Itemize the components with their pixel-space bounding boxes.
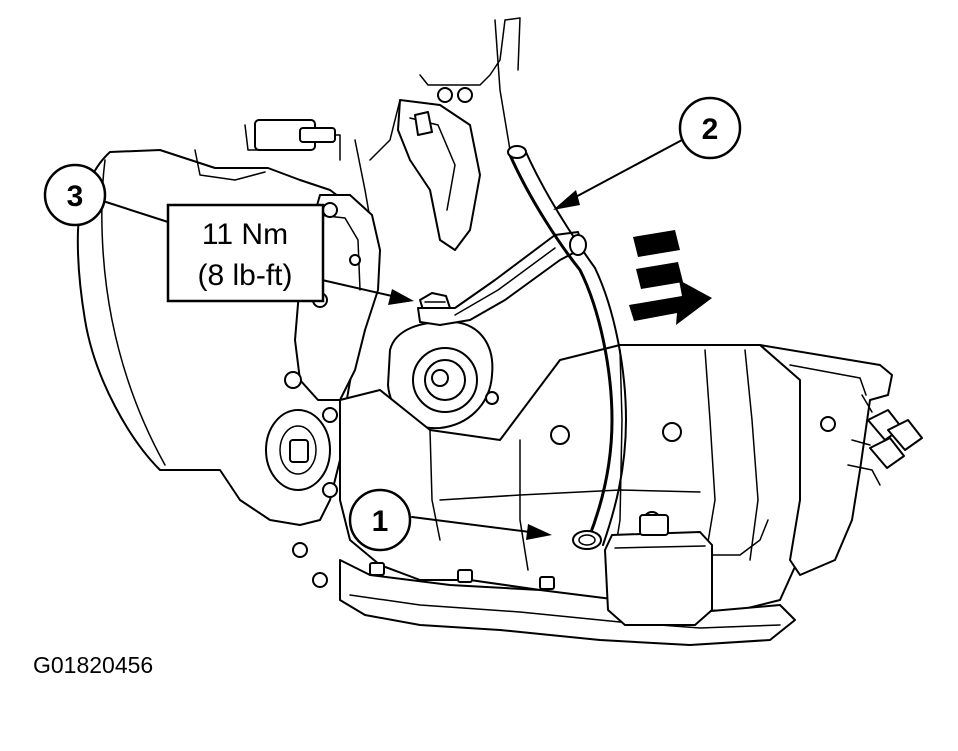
direction-arrow-icon — [629, 230, 712, 325]
left-bolt-1 — [284, 371, 302, 389]
dipstick-tube-seal — [572, 530, 602, 550]
left-bolt-2 — [322, 407, 338, 423]
transmission-mount-detail — [614, 545, 706, 549]
callout-3: 3 — [43, 163, 107, 227]
callout-1: 1 — [348, 488, 412, 552]
case-plug-2 — [662, 422, 682, 442]
sensor-mount-bolt — [485, 391, 499, 405]
dipstick-tube-collar — [569, 234, 587, 256]
torque-converter-hub — [289, 439, 309, 463]
callout-1-number: 1 — [372, 505, 389, 538]
pan-bolt-1 — [457, 569, 473, 583]
vertical-column — [494, 19, 511, 151]
torque-value-metric: 11 Nm — [202, 218, 288, 251]
dipstick-bracket-edge — [454, 247, 556, 316]
sensor-center — [431, 369, 449, 387]
pan-bolt-2 — [539, 576, 555, 590]
bracket-slot — [414, 111, 433, 136]
oil-pan-flange — [349, 594, 781, 629]
top-bolt-1 — [437, 87, 453, 103]
bell-housing-rib — [194, 149, 266, 181]
leader-line-1 — [411, 516, 531, 533]
extension-bolt — [820, 416, 836, 432]
top-ridge — [419, 17, 521, 86]
extension-housing — [759, 344, 893, 576]
torque-converter-inner — [279, 425, 317, 475]
left-bolt-5 — [312, 572, 328, 588]
dipstick-tube-outer — [508, 153, 614, 542]
case-panel-line — [429, 429, 441, 541]
pump-bolt-2 — [349, 254, 361, 266]
left-bolt-4 — [292, 542, 308, 558]
dipstick-tube-inner — [524, 149, 627, 546]
callout-2: 2 — [678, 96, 742, 160]
case-seam — [519, 439, 529, 571]
arrow-icon — [526, 524, 552, 540]
leader-line-spec — [321, 279, 393, 297]
upper-bracket — [397, 99, 481, 251]
arrow-icon — [553, 190, 580, 210]
top-ridge-2 — [369, 99, 401, 161]
transmission-mount — [604, 531, 713, 626]
transmission-illustration — [76, 17, 923, 646]
leaders — [105, 139, 683, 540]
dipstick-tube-seal-inner — [578, 534, 596, 546]
arrow-icon — [388, 289, 414, 305]
leader-line-2 — [569, 139, 683, 201]
case-horizontal-line — [439, 489, 701, 501]
case-seam-3 — [704, 349, 716, 561]
figure-id: G01820456 — [33, 652, 154, 678]
torque-value-imperial: (8 lb-ft) — [197, 259, 292, 292]
dipstick-tube-top — [507, 145, 527, 159]
mount-bracket — [711, 519, 769, 556]
top-bolt-2 — [457, 87, 473, 103]
pump-bolt-1 — [322, 202, 338, 218]
upper-connector-tab — [299, 127, 336, 143]
cooler-fittings — [847, 394, 923, 486]
leader-line-3 — [105, 201, 169, 223]
callout-3-number: 3 — [67, 180, 84, 213]
torque-spec-box: 11 Nm (8 lb-ft) — [166, 203, 325, 303]
case-seam-4 — [744, 349, 759, 561]
case-plug-1 — [550, 425, 570, 445]
dipstick-bracket — [417, 231, 584, 326]
pan-bolt-3 — [369, 562, 385, 576]
extension-ridge — [789, 364, 867, 396]
mount-stud — [639, 514, 669, 536]
callout-2-number: 2 — [702, 113, 719, 146]
left-bolt-3 — [322, 482, 338, 498]
